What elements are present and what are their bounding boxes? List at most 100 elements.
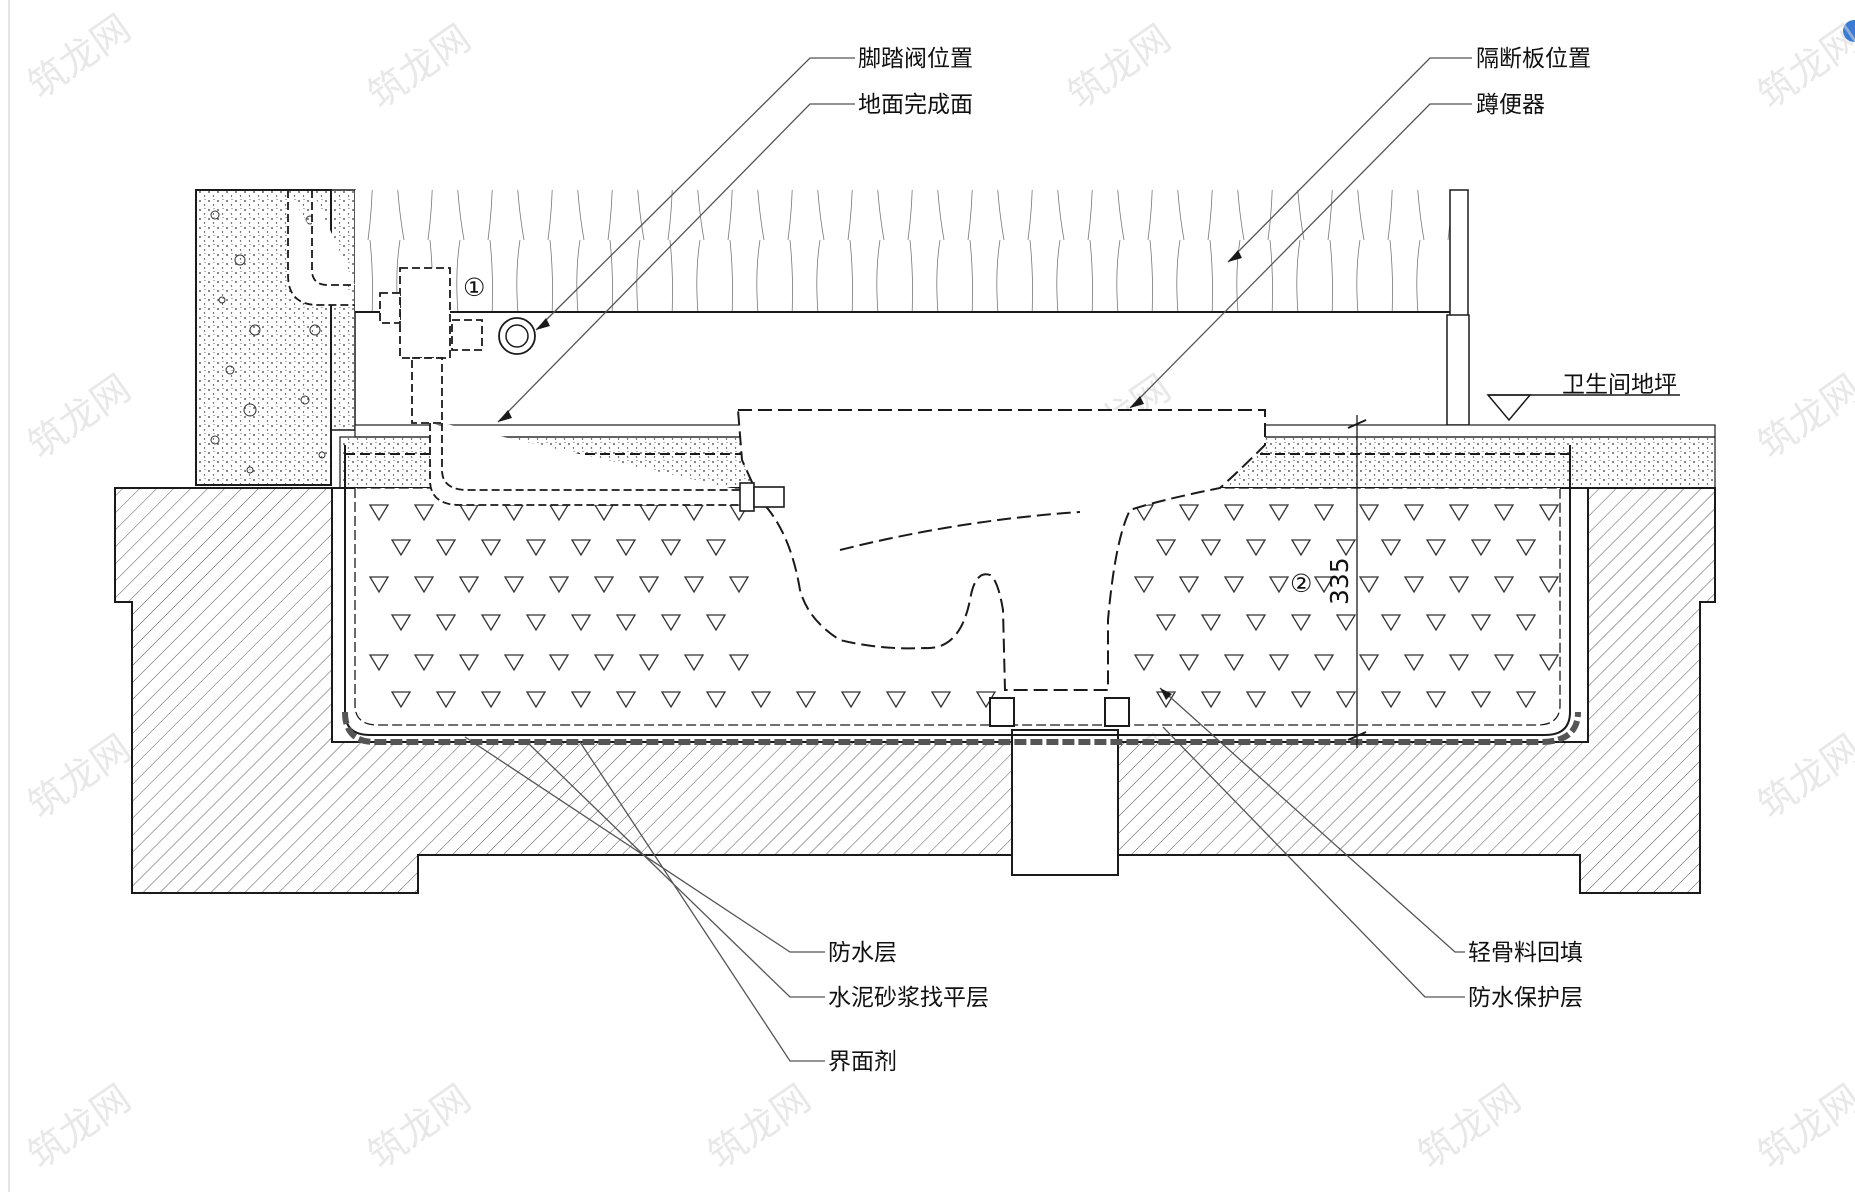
fill-triangle (1470, 539, 1492, 557)
fill-triangle (593, 654, 615, 672)
fill-triangle (413, 654, 435, 672)
fill-triangle (1380, 539, 1402, 557)
notification-dot (1843, 20, 1855, 42)
fill-triangle (1290, 539, 1312, 557)
fill-triangle (1403, 654, 1425, 672)
fill-triangle (390, 539, 412, 557)
lightweight-fill-triangles (368, 504, 1560, 709)
svg-text:筑龙网: 筑龙网 (360, 1076, 479, 1177)
fill-triangle (1155, 539, 1177, 557)
fill-triangle (435, 539, 457, 557)
fill-triangle (1245, 614, 1267, 632)
label-partition: 隔断板位置 (1476, 46, 1591, 72)
fill-triangle (1470, 691, 1492, 709)
fill-triangle (1380, 614, 1402, 632)
fill-triangle (1358, 576, 1380, 594)
fill-triangle (1290, 691, 1312, 709)
fill-triangle (1515, 539, 1537, 557)
fill-triangle (615, 691, 637, 709)
fill-triangle (1313, 654, 1335, 672)
fill-triangle (1268, 576, 1290, 594)
fill-triangle (570, 614, 592, 632)
fill-triangle (1313, 504, 1335, 522)
fill-triangle (1223, 654, 1245, 672)
fill-triangle (840, 691, 862, 709)
fill-triangle (1403, 504, 1425, 522)
fill-triangle (458, 576, 480, 594)
fill-triangle (570, 691, 592, 709)
fill-triangle (615, 539, 637, 557)
fill-triangle (1335, 614, 1357, 632)
fill-triangle (503, 654, 525, 672)
fill-triangle (1493, 504, 1515, 522)
fill-triangle (1178, 576, 1200, 594)
fill-triangle (1425, 691, 1447, 709)
fill-triangle (368, 576, 390, 594)
marker-one: ① (463, 273, 485, 302)
fill-triangle (1538, 654, 1560, 672)
fill-triangle (1448, 504, 1470, 522)
fill-triangle (1493, 576, 1515, 594)
svg-text:筑龙网: 筑龙网 (1410, 1076, 1529, 1177)
fill-triangle (1470, 614, 1492, 632)
tile-wall (355, 190, 1450, 312)
fill-triangle (1200, 691, 1222, 709)
fill-triangle (1425, 539, 1447, 557)
fill-triangle (548, 654, 570, 672)
fill-triangle (1515, 614, 1537, 632)
label-interface-agent: 界面剂 (828, 1049, 897, 1075)
fill-triangle (1313, 576, 1335, 594)
fill-triangle (705, 691, 727, 709)
fill-triangle (525, 614, 547, 632)
fill-triangle (503, 576, 525, 594)
fill-triangle (368, 654, 390, 672)
fill-triangle (368, 504, 390, 522)
fill-triangle (390, 614, 412, 632)
fill-triangle (615, 614, 637, 632)
fill-triangle (1245, 691, 1267, 709)
svg-text:筑龙网: 筑龙网 (20, 6, 139, 107)
fill-triangle (1178, 504, 1200, 522)
fill-triangle (1358, 504, 1380, 522)
fill-triangle (1268, 654, 1290, 672)
window-left-edge (8, 0, 10, 1192)
fill-triangle (728, 654, 750, 672)
fill-triangle (638, 654, 660, 672)
fill-triangle (1223, 504, 1245, 522)
leader-lines (464, 57, 1472, 1062)
fill-triangle (1425, 614, 1447, 632)
svg-text:筑龙网: 筑龙网 (20, 1076, 139, 1177)
fill-triangle (435, 614, 457, 632)
fill-triangle (1268, 504, 1290, 522)
valve-pedal-icon (498, 317, 536, 355)
fill-triangle (683, 576, 705, 594)
svg-text:筑龙网: 筑龙网 (20, 366, 139, 467)
fill-triangle (413, 504, 435, 522)
wall-bubbles (210, 210, 326, 474)
fill-triangle (1133, 576, 1155, 594)
svg-text:筑龙网: 筑龙网 (1750, 366, 1855, 467)
marker-two: ② (1290, 569, 1312, 598)
fill-triangle (525, 539, 547, 557)
fill-triangle (1335, 691, 1357, 709)
fill-triangle (1223, 576, 1245, 594)
svg-text:筑龙网: 筑龙网 (700, 1076, 819, 1177)
fill-triangle (1538, 576, 1560, 594)
fill-triangle (660, 691, 682, 709)
fill-triangle (1493, 654, 1515, 672)
label-lightweight-fill: 轻骨料回填 (1468, 940, 1583, 966)
fill-triangle (795, 691, 817, 709)
label-foot-valve: 脚踏阀位置 (858, 46, 973, 72)
svg-text:筑龙网: 筑龙网 (1750, 726, 1855, 827)
fill-triangle (1515, 691, 1537, 709)
fill-triangle (1290, 614, 1312, 632)
drain-pipe (1011, 729, 1119, 876)
fill-triangle (1133, 654, 1155, 672)
fill-triangle (683, 654, 705, 672)
fill-triangle (1358, 654, 1380, 672)
fill-triangle (480, 691, 502, 709)
depth-value: 335 (1325, 557, 1354, 605)
label-leveling: 水泥砂浆找平层 (828, 985, 989, 1011)
fill-triangle (1448, 654, 1470, 672)
